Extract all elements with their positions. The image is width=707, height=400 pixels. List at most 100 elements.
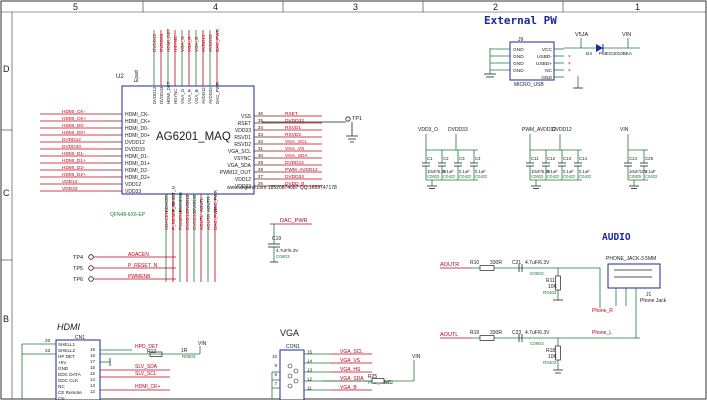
vga-pin-number: 15 bbox=[307, 349, 313, 354]
decoupling-cap-package: C0603 bbox=[531, 174, 544, 179]
main-ic-top-pin-label: AVDD12 bbox=[201, 87, 206, 104]
v5ja-label: V5JA bbox=[575, 32, 588, 38]
main-ic-top-pin-label: VGA_G bbox=[180, 88, 185, 104]
usb-pin-label: GND bbox=[513, 68, 524, 74]
main-ic-top-net: DVDD12 bbox=[152, 33, 157, 52]
main-ic-right-net: PWM_AVDD12 bbox=[285, 167, 318, 173]
c23-ref: C23 bbox=[512, 330, 521, 336]
r19-ref: R19 bbox=[470, 330, 479, 336]
decoupling-cap-package: C0402 bbox=[563, 174, 576, 179]
dac-pwr-cap-package: C0603 bbox=[276, 254, 290, 259]
usb-connector-label: MICRO_USB bbox=[514, 82, 544, 88]
main-ic-pin-label: HDMI_CK+ bbox=[125, 119, 151, 125]
hdmi-pin-number: 22 bbox=[45, 348, 51, 354]
decoupling-cap-value: 10uF/6.3V bbox=[427, 169, 447, 174]
main-ic-pin-number: 33 bbox=[258, 132, 263, 137]
vga-net: VGA_VS bbox=[340, 358, 361, 364]
hdmi-pin-number: 12 bbox=[90, 389, 95, 394]
main-ic-pin-label: VSS bbox=[241, 114, 252, 120]
column-label: 4 bbox=[213, 2, 218, 12]
main-ic-left-net: DVDD12 bbox=[62, 137, 81, 143]
main-ic-bottom-net: DAC_PWR bbox=[213, 206, 218, 230]
vga-pin-number: 12 bbox=[307, 376, 313, 381]
main-ic-bottom-pin-label: AOUTL bbox=[199, 197, 204, 212]
main-ic-left-net: DVDD33 bbox=[62, 144, 81, 150]
hdmi-pin-number: 14 bbox=[90, 377, 95, 382]
decoupling-cap-value: 0.1uF bbox=[443, 169, 454, 174]
r11-value: 10K bbox=[548, 284, 558, 290]
main-ic-top-pin-label: DAC_PWR bbox=[215, 82, 220, 104]
main-ic-bottom-pin-label: DVDD33 bbox=[192, 194, 197, 212]
r10-ref: R10 bbox=[470, 260, 479, 266]
vga-net: VGA_B bbox=[340, 385, 357, 391]
main-ic-bottom-pin-label: AOUTR bbox=[206, 197, 211, 212]
main-ic-left-net: HDMI_CK+ bbox=[62, 116, 87, 122]
vga-net: VGA_SDA bbox=[340, 376, 364, 382]
main-ic-top-net: VGA_R bbox=[187, 36, 192, 52]
test-point-ref: TP5 bbox=[73, 266, 83, 272]
decoupling-cap-value: 0.1uF bbox=[459, 169, 470, 174]
decoupling-cap-ref: C12 bbox=[547, 156, 556, 161]
main-ic-pin-label: VDD33 bbox=[235, 128, 251, 134]
main-ic-part: AG6201_MAQ bbox=[156, 131, 231, 143]
decoupling-cap-ref: C4 bbox=[475, 156, 481, 161]
r12-ref: R12 bbox=[147, 349, 156, 355]
main-ic-left-net: HDMI_D2- bbox=[62, 165, 85, 171]
c23-package: C0603 bbox=[530, 341, 544, 346]
test-point-ref: TP4 bbox=[73, 255, 83, 261]
tp1-marker bbox=[345, 116, 351, 122]
main-ic-pin-label: RSVD2 bbox=[234, 142, 251, 148]
main-ic-pin-label: VGA_SDA bbox=[227, 163, 251, 169]
main-ic-right-net: VGA_SCL bbox=[285, 139, 307, 145]
usb-connector-body bbox=[509, 41, 555, 81]
main-ic-bottom-net: P_RESET_N bbox=[171, 203, 176, 230]
main-ic-top-net: AVDD33 bbox=[208, 34, 213, 52]
main-ic-pin-number: 31 bbox=[258, 146, 263, 151]
r25-ref: R25 bbox=[368, 374, 377, 380]
main-ic-pin-label: RSVD1 bbox=[234, 135, 251, 141]
resistor-r18 bbox=[555, 345, 561, 361]
hdmi-pin-label: CE Remote bbox=[58, 390, 82, 395]
main-ic-pin-number: 34 bbox=[258, 125, 263, 130]
main-ic-block: U2 Epad AG6201_MAQ QFN48-6X6-EP www.ange… bbox=[40, 28, 362, 282]
main-ic-epad: Epad bbox=[134, 70, 140, 82]
main-ic-left-net: HDMI_D2+ bbox=[62, 172, 86, 178]
main-ic-pin-number: 35 bbox=[258, 118, 263, 123]
main-ic-pin-label: VDD12 bbox=[235, 177, 251, 183]
main-ic-pin-label: RSET bbox=[238, 121, 251, 127]
diode-ref: D4 bbox=[586, 51, 592, 56]
main-ic-top-net: DVDD33 bbox=[159, 33, 164, 52]
main-ic-top-pin-label: VGA_B bbox=[194, 89, 199, 104]
r18-package: R0402 bbox=[543, 360, 557, 365]
hdmi-pin-label: NC bbox=[58, 384, 65, 389]
main-ic-top-net: HDMI_DET bbox=[166, 28, 171, 52]
hdmi-pin-label: DDC CLK bbox=[58, 378, 79, 383]
column-label: 2 bbox=[493, 2, 498, 12]
decoupling-cap-ref: C2 bbox=[443, 156, 449, 161]
main-ic-pin-number: 27 bbox=[258, 174, 263, 179]
decoupling-cap-value: 10uF/10V bbox=[629, 169, 647, 174]
diode-icon bbox=[596, 44, 603, 52]
r18-value: 10K bbox=[548, 354, 558, 360]
usb-pin-label: GND bbox=[513, 54, 524, 60]
column-label: 1 bbox=[635, 2, 640, 12]
hdmi-pin-label: SHELL2 bbox=[58, 348, 76, 353]
main-ic-ref: U2 bbox=[116, 74, 124, 80]
decoupling-cap-ref: C25 bbox=[645, 156, 654, 161]
r11-ref: R11 bbox=[546, 278, 555, 284]
main-ic-left-net: VDD33 bbox=[62, 186, 78, 192]
vga-net: VGA_SCL bbox=[340, 349, 363, 355]
audio-jack-label: Phone Jack bbox=[640, 298, 667, 304]
main-ic-top-pin-label: VGA_R bbox=[187, 89, 192, 104]
main-ic-right-net: RSVD2 bbox=[285, 132, 301, 138]
resistor-r25 bbox=[371, 378, 385, 384]
main-ic-pin-number: 36 bbox=[258, 111, 263, 116]
r18-ref: R18 bbox=[546, 348, 555, 354]
decoupling-cap-ref: C3 bbox=[459, 156, 465, 161]
decoupling-cap-package: C0402 bbox=[645, 174, 658, 179]
